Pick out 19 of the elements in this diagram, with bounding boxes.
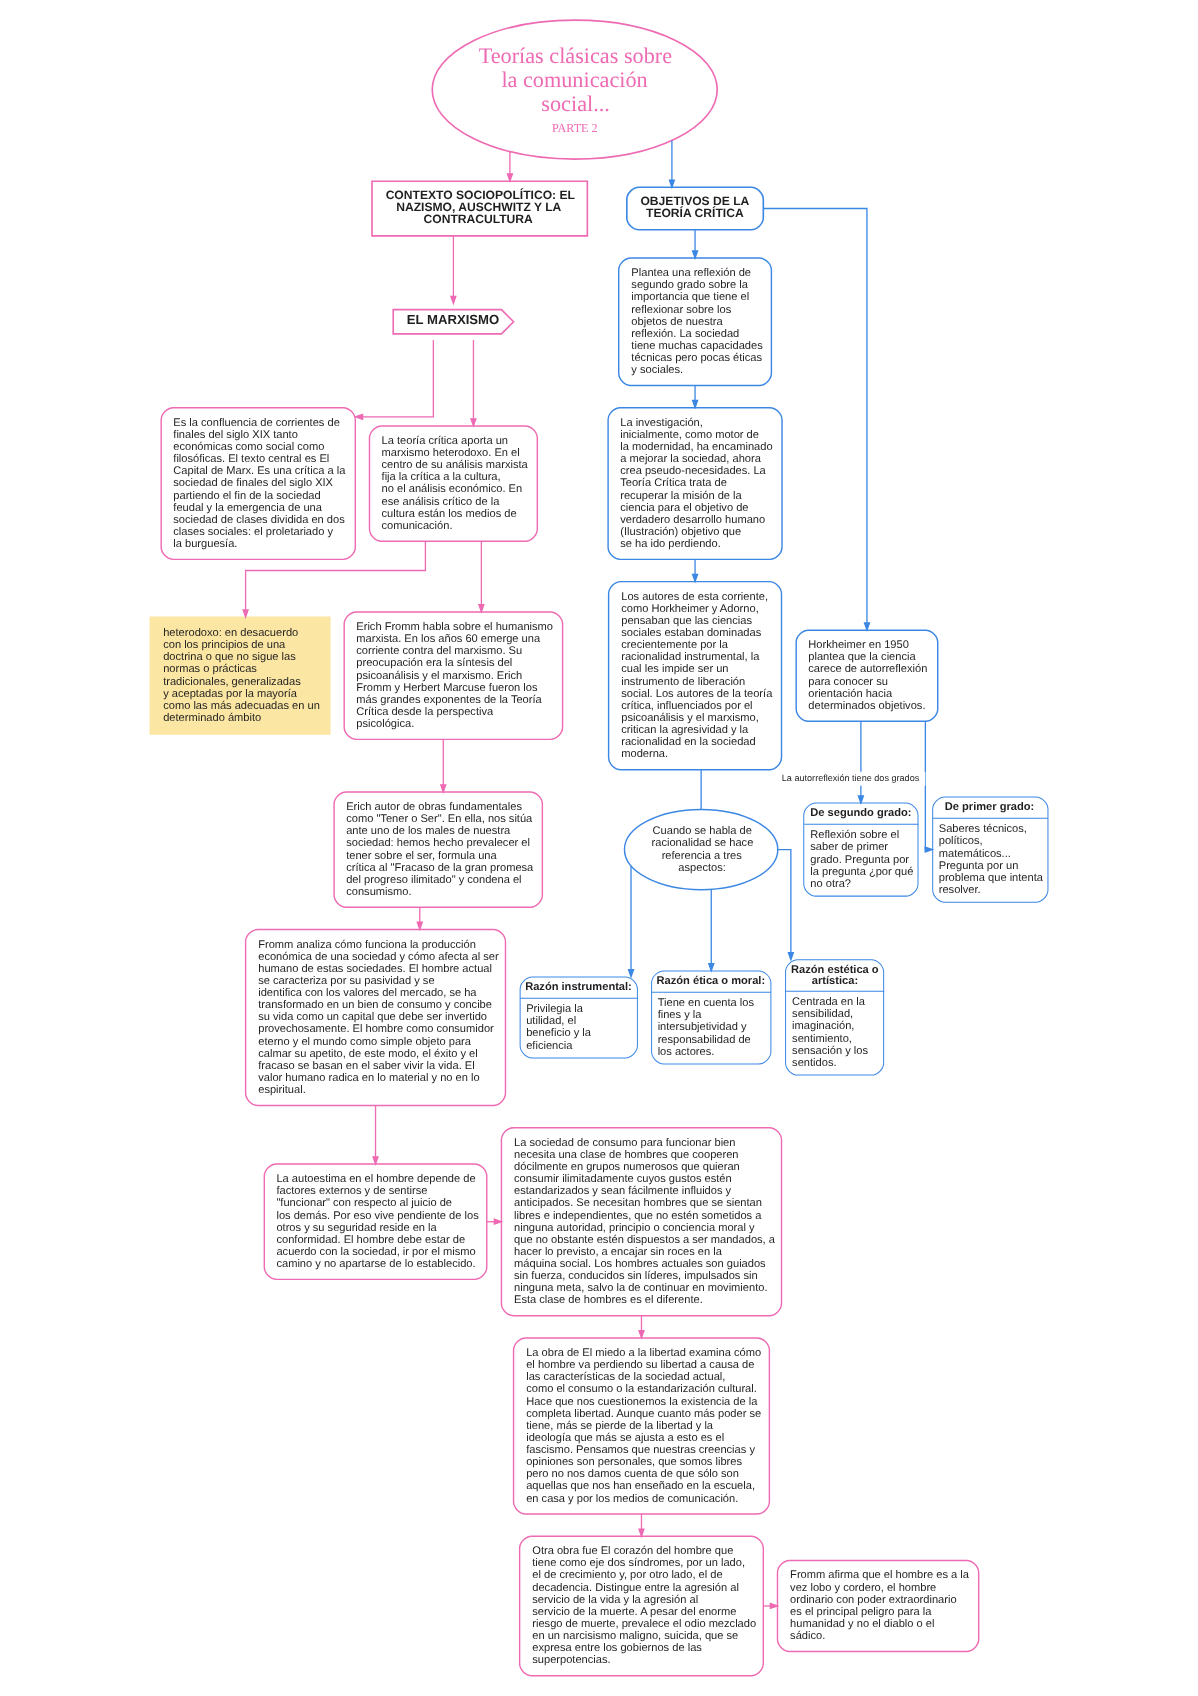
arrow bbox=[372, 1104, 379, 1166]
arrow bbox=[470, 339, 477, 428]
arrow bbox=[691, 229, 699, 261]
arrow bbox=[439, 738, 447, 794]
arrow bbox=[707, 888, 715, 973]
arrow bbox=[762, 1602, 780, 1610]
arrow bbox=[242, 540, 427, 619]
arrow bbox=[691, 558, 699, 584]
arrow bbox=[691, 385, 699, 410]
arrow bbox=[777, 848, 795, 962]
arrow bbox=[627, 865, 635, 979]
connector bbox=[700, 769, 702, 811]
arrow bbox=[450, 235, 457, 306]
arrow bbox=[353, 339, 434, 421]
arrow bbox=[924, 720, 935, 853]
arrow bbox=[477, 540, 485, 614]
arrow bbox=[506, 150, 514, 184]
arrow bbox=[668, 139, 676, 190]
arrow bbox=[762, 207, 871, 633]
